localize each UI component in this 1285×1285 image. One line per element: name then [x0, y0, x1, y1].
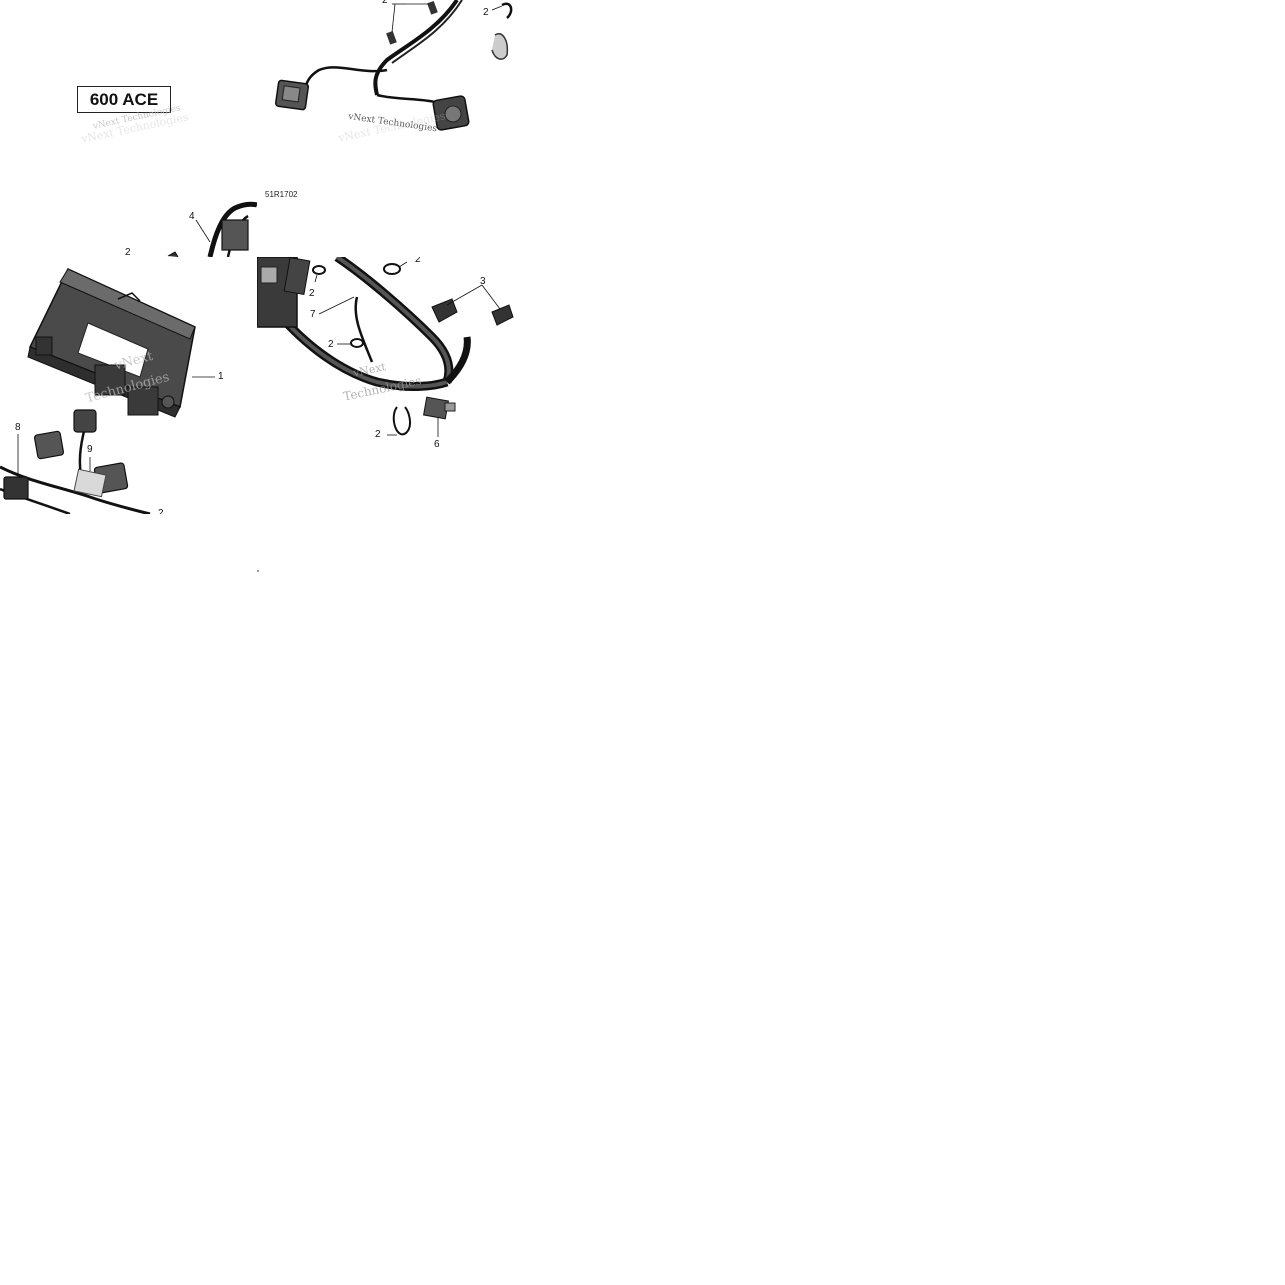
harness-top-drawing	[274, 0, 513, 131]
leader-line	[391, 3, 396, 33]
clamp-part	[312, 263, 412, 436]
wire-bundle	[373, 0, 459, 96]
wire-bundle	[391, 0, 463, 64]
wire-bundle	[334, 257, 454, 384]
leader-line	[318, 296, 355, 315]
callout-1: 1	[218, 371, 224, 382]
connector-left	[274, 79, 310, 111]
drawing-code: 51R1702	[265, 190, 298, 199]
callout-2: 2	[375, 429, 381, 440]
relay-part	[73, 468, 107, 498]
strip-code: 51R1702	[257, 180, 514, 257]
leader-line	[398, 261, 408, 268]
clamp-part	[491, 2, 513, 60]
callout-2: 2	[483, 7, 489, 18]
model-badge: 600 ACE	[77, 86, 171, 113]
ecu-drawing	[0, 268, 215, 514]
bolt-part	[386, 0, 438, 45]
tile-harness-bottom: 2 2 7 2 3 2 6 vNext Technologies	[257, 257, 514, 514]
leader-line	[195, 219, 211, 243]
stray-mark	[257, 570, 259, 572]
callout-9: 9	[87, 444, 93, 455]
leader-line	[481, 284, 501, 310]
callout-4: 4	[189, 211, 195, 222]
leader-line	[446, 284, 483, 306]
connector-part	[221, 219, 249, 251]
callout-2: 2	[125, 247, 131, 258]
callout-2: 2	[158, 508, 164, 515]
harness-mid-drawing	[167, 201, 257, 257]
tile-model-badge: 600 ACE vNext Technologies vNext Technol…	[0, 0, 257, 257]
connector-part	[257, 257, 311, 328]
wire-bundle	[335, 257, 451, 383]
tile-ecu: 1 8 9 2 vNext Technologies	[0, 257, 257, 514]
clip-part	[431, 298, 514, 326]
wire-branch	[376, 93, 436, 104]
connector-part	[3, 409, 129, 500]
connector-right	[432, 95, 470, 131]
callout-2: 2	[415, 257, 421, 265]
leader-line	[314, 274, 318, 283]
tile-harness-top: 2 2 vNext Technologies vNext Technologie…	[257, 0, 514, 257]
clamp-part	[167, 251, 179, 257]
wire-bundle	[444, 336, 471, 385]
callout-2: 2	[309, 288, 315, 299]
wire-bundle	[207, 201, 257, 257]
wire-branch	[354, 296, 374, 363]
wire-bundle	[275, 310, 448, 389]
callout-3: 3	[480, 276, 486, 287]
callout-8: 8	[15, 422, 21, 433]
wire-branch	[303, 66, 388, 89]
harness-bottom-drawing	[257, 257, 514, 437]
callout-2: 2	[382, 0, 388, 6]
strip-harness-mid: 4 2	[0, 180, 257, 258]
sensor-part	[423, 396, 456, 420]
callout-6: 6	[434, 439, 440, 450]
callout-7: 7	[310, 309, 316, 320]
callout-2: 2	[328, 339, 334, 350]
ecu-module	[27, 268, 196, 418]
leader-line	[491, 5, 503, 11]
